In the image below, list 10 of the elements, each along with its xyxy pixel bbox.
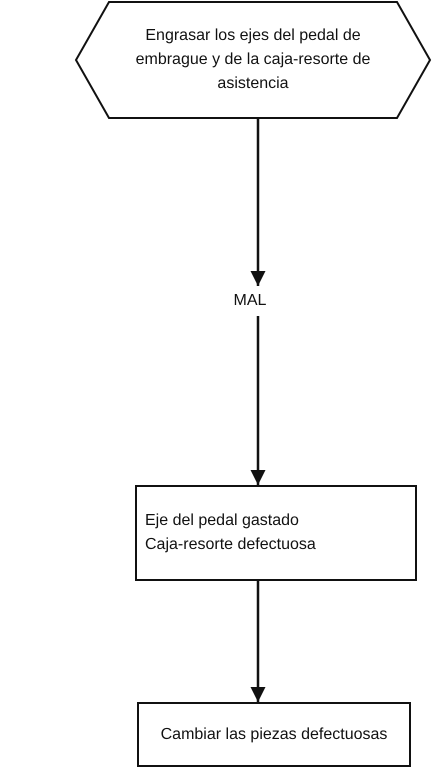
- process-box: [135, 485, 417, 581]
- arrow: [250, 581, 266, 702]
- arrow: [250, 118, 266, 286]
- step-text: Cambiar las piezas defectuosas: [160, 724, 388, 744]
- step-text: Caja-resorte defectuosa: [145, 535, 316, 555]
- arrow: [250, 316, 266, 485]
- step-text: Eje del pedal gastado: [145, 511, 299, 531]
- flow-label: MAL: [234, 291, 266, 311]
- process-box: [137, 702, 411, 767]
- step-text: Engrasar los ejes del pedal de embrague y de la caja-resorte de asistencia: [134, 26, 372, 94]
